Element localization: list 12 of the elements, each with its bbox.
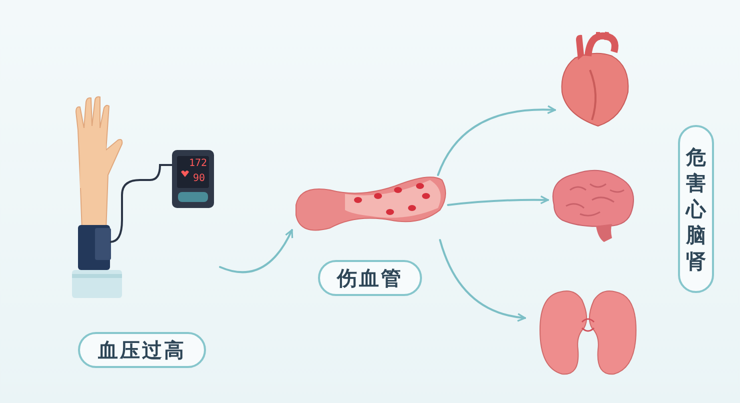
pill-label: 伤血管 [337,264,403,292]
monitor-reading: 172 [189,159,208,169]
label-pill [78,332,206,368]
arrow [447,196,549,206]
pill-label: 血压过高 [98,336,186,364]
monitor-reading: 90 [193,174,206,184]
arrow [219,229,293,274]
arrow [437,105,556,176]
label-pill [678,125,714,293]
pill-label: 危害心脑肾 [686,144,706,274]
arrow [439,239,526,322]
label-pill [318,260,422,296]
